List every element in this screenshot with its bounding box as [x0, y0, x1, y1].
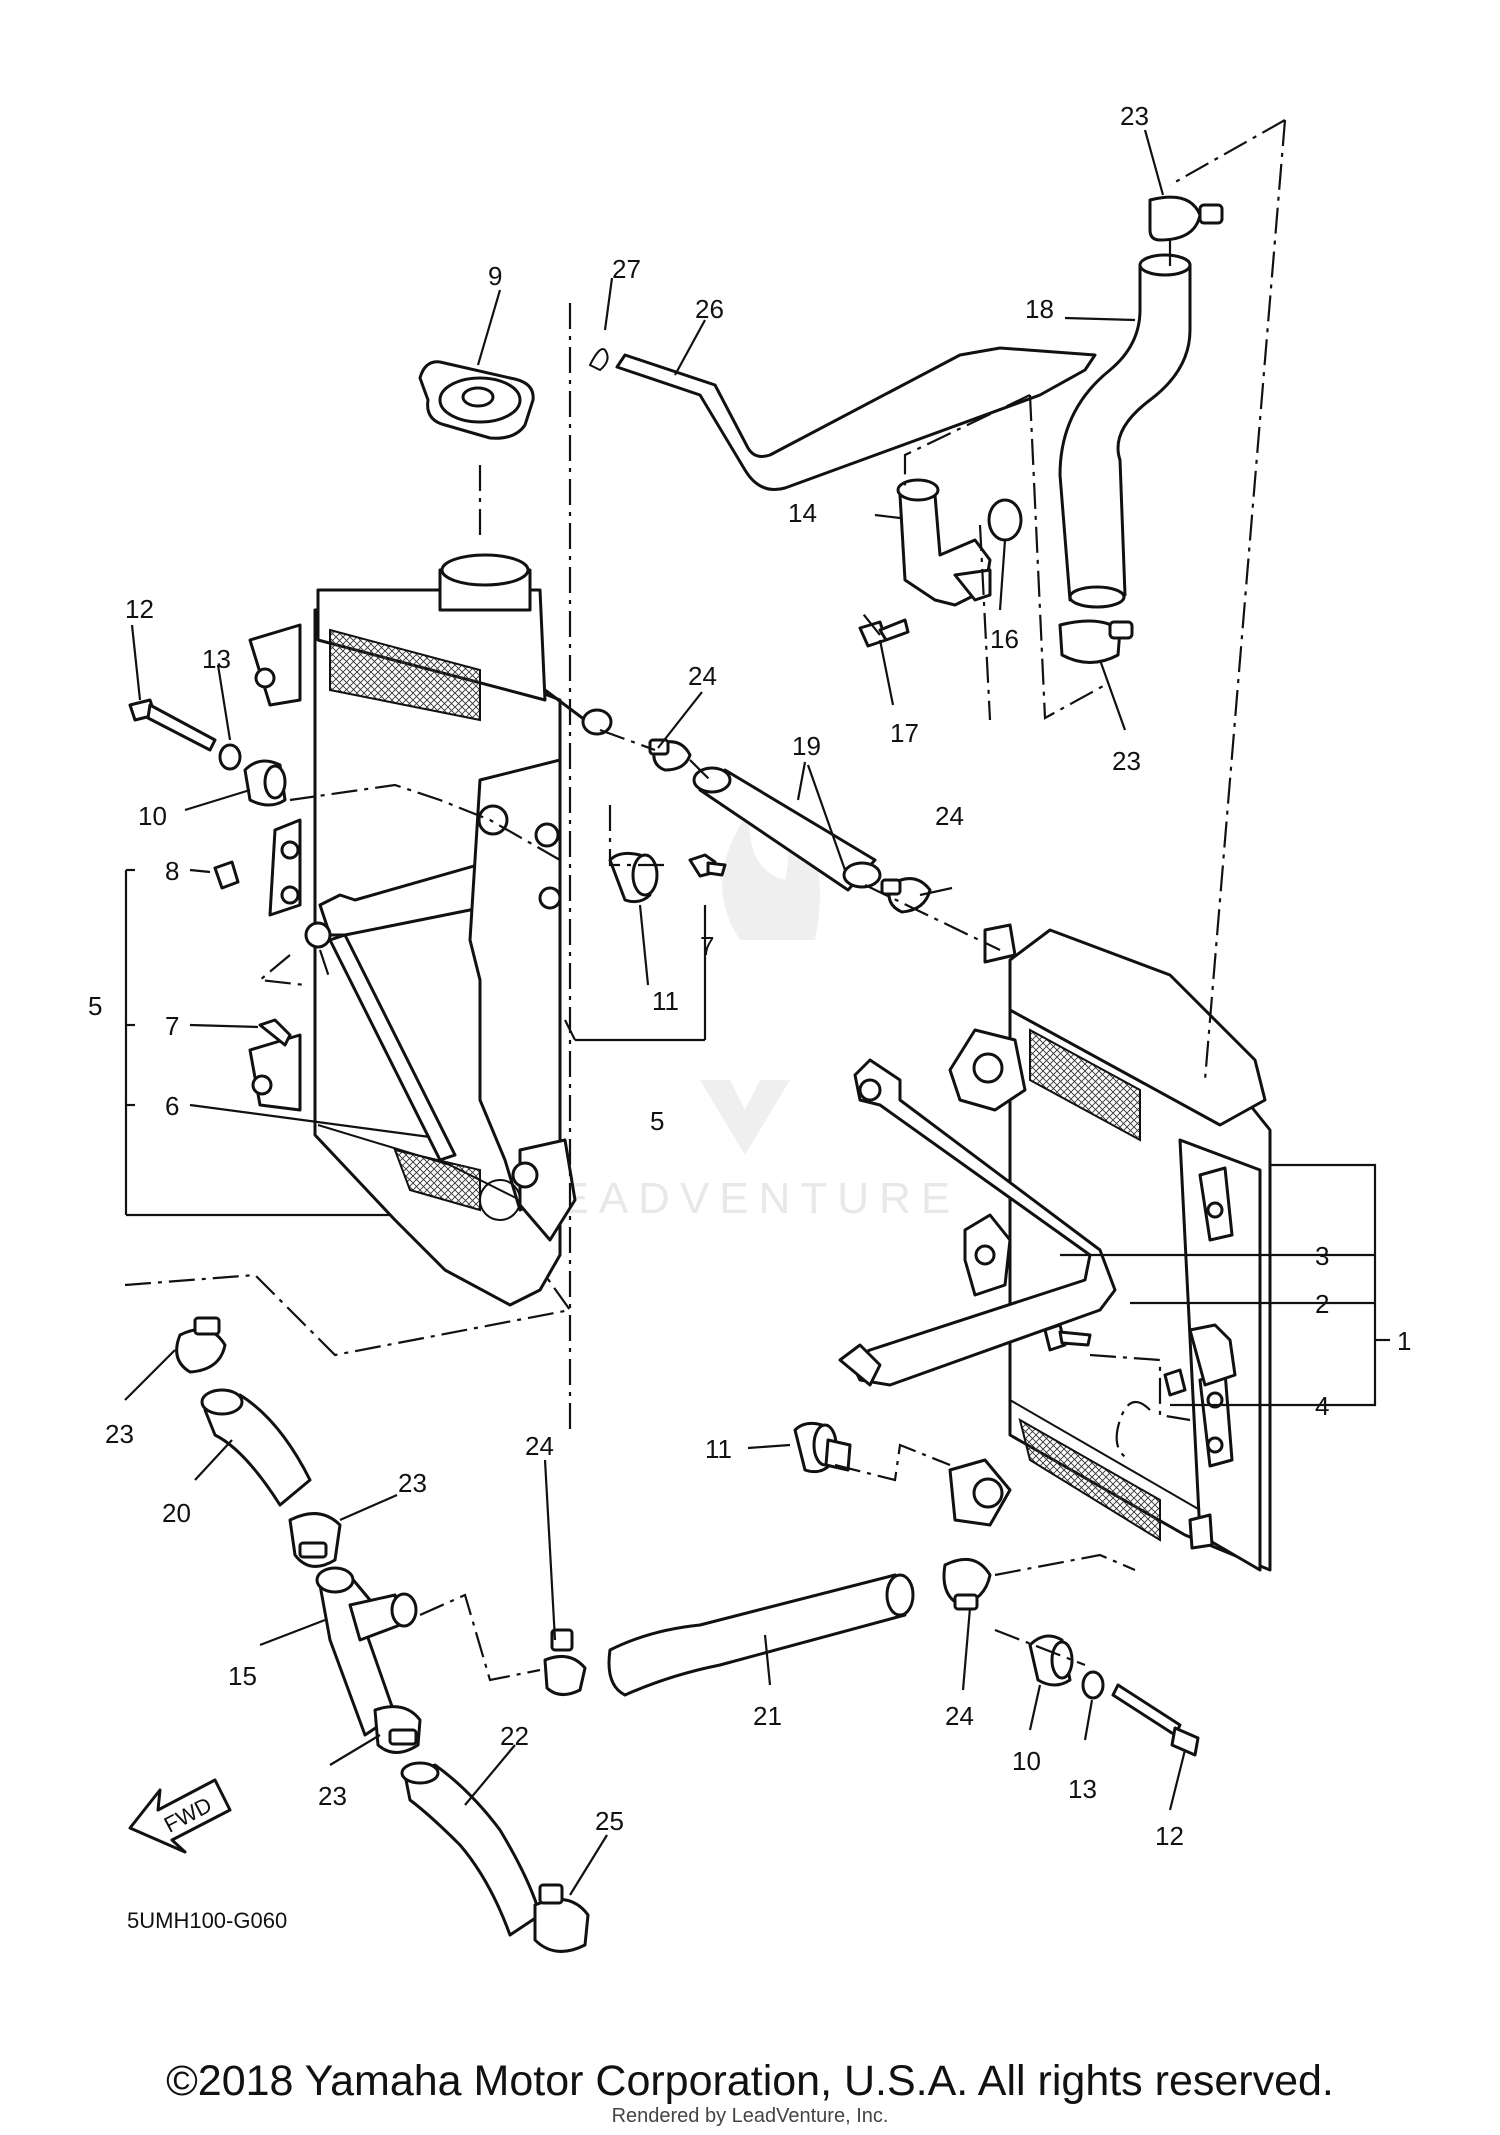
hose-clamp-23b [175, 1316, 227, 1374]
callout-6: 6 [165, 1091, 179, 1121]
hose-clamp-24d [942, 1557, 992, 1611]
bolt-12-left [128, 698, 217, 752]
callout-12-left: 12 [125, 594, 154, 624]
collar-11-right [793, 1421, 852, 1474]
left-radiator [248, 553, 613, 1307]
screw-7-right [688, 853, 727, 878]
hose-clamp-top [1148, 195, 1224, 242]
callout-23-lower: 23 [398, 1468, 427, 1498]
washer-13-left [218, 743, 242, 771]
callout-19: 19 [792, 731, 821, 761]
callout-20: 20 [162, 1498, 191, 1528]
callout-11-left: 11 [652, 986, 679, 1016]
callout-5-bottom: 5 [650, 1106, 664, 1136]
diagram-code: 5UMH100-G060 [127, 1908, 287, 1933]
watermark: LEADVENTURE [525, 800, 960, 1223]
hose-clamp-23c [288, 1512, 342, 1568]
callout-27: 27 [612, 254, 641, 284]
callout-25: 25 [595, 1806, 624, 1836]
callout-7-right: 7 [700, 931, 714, 961]
hose-clamp-24a [648, 738, 692, 772]
callout-15: 15 [228, 1661, 257, 1691]
callout-2: 2 [1315, 1289, 1329, 1319]
grommet-10-right [1028, 1634, 1074, 1687]
callout-24: 24 [688, 661, 717, 691]
nut-8 [213, 860, 240, 890]
bolt-17 [858, 618, 910, 648]
hose-clamp-24b [880, 877, 932, 914]
callout-3: 3 [1315, 1241, 1329, 1271]
callout-23-bottom: 23 [318, 1781, 347, 1811]
callout-24-d: 24 [945, 1701, 974, 1731]
callout-7-left: 7 [165, 1011, 179, 1041]
o-ring-16 [987, 498, 1023, 542]
bolt-2 [1043, 1323, 1092, 1352]
callout-12-right: 12 [1155, 1821, 1184, 1851]
radiator-cap [418, 360, 535, 440]
collar-11-left [608, 851, 659, 904]
copyright-notice: ©2018 Yamaha Motor Corporation, U.S.A. A… [166, 2057, 1334, 2105]
assembly-lines [124, 119, 1287, 1682]
callout-23-mid: 23 [1112, 746, 1141, 776]
grommet-10-left [243, 759, 287, 807]
overflow-hose [588, 346, 1097, 491]
callout-26: 26 [695, 294, 724, 324]
hose-clamp-23d [373, 1705, 422, 1754]
callout-5-left: 5 [88, 991, 102, 1021]
callout-16: 16 [990, 624, 1019, 654]
hose-20 [200, 1388, 312, 1507]
callout-13-left: 13 [202, 644, 231, 674]
callout-1: 1 [1397, 1326, 1411, 1356]
watermark-text: LEADVENTURE [525, 1174, 960, 1223]
callout-10-right: 10 [1012, 1746, 1041, 1776]
callout-14: 14 [788, 498, 817, 528]
fitting-14 [896, 478, 992, 607]
callout-8: 8 [165, 856, 179, 886]
hose-clamp-25 [533, 1883, 590, 1953]
callout-4: 4 [1315, 1391, 1329, 1421]
joint-15 [315, 1566, 418, 1737]
callout-22: 22 [500, 1721, 529, 1751]
hose-21 [607, 1573, 915, 1697]
washer-13-right [1081, 1670, 1105, 1700]
callout-labels: 23 18 9 27 26 14 16 17 23 24 19 24 12 13… [88, 101, 1411, 1851]
right-radiator [838, 923, 1272, 1572]
callout-13-right: 13 [1068, 1774, 1097, 1804]
hose-22 [400, 1761, 542, 1937]
callout-23-left: 23 [105, 1419, 134, 1449]
hose-19 [692, 766, 882, 892]
hose-clamp-24c [543, 1628, 587, 1696]
callout-18: 18 [1025, 294, 1054, 324]
leader-lines [124, 129, 1390, 1896]
upper-hose [1058, 253, 1192, 609]
callout-17: 17 [890, 718, 919, 748]
callout-21: 21 [753, 1701, 782, 1731]
hose-clamp-upper-low [1058, 619, 1134, 664]
callout-10-left: 10 [138, 801, 167, 831]
callout-24-c: 24 [525, 1431, 554, 1461]
callout-24-b: 24 [935, 801, 964, 831]
fwd-arrow-icon: FWD [128, 1778, 232, 1854]
screw-7-left [258, 1018, 292, 1047]
bolt-12-right [1111, 1683, 1200, 1757]
callout-11-right: 11 [705, 1434, 732, 1464]
rendered-by-notice: Rendered by LeadVenture, Inc. [611, 2105, 889, 2127]
callout-9: 9 [488, 261, 502, 291]
callout-23: 23 [1120, 101, 1149, 131]
